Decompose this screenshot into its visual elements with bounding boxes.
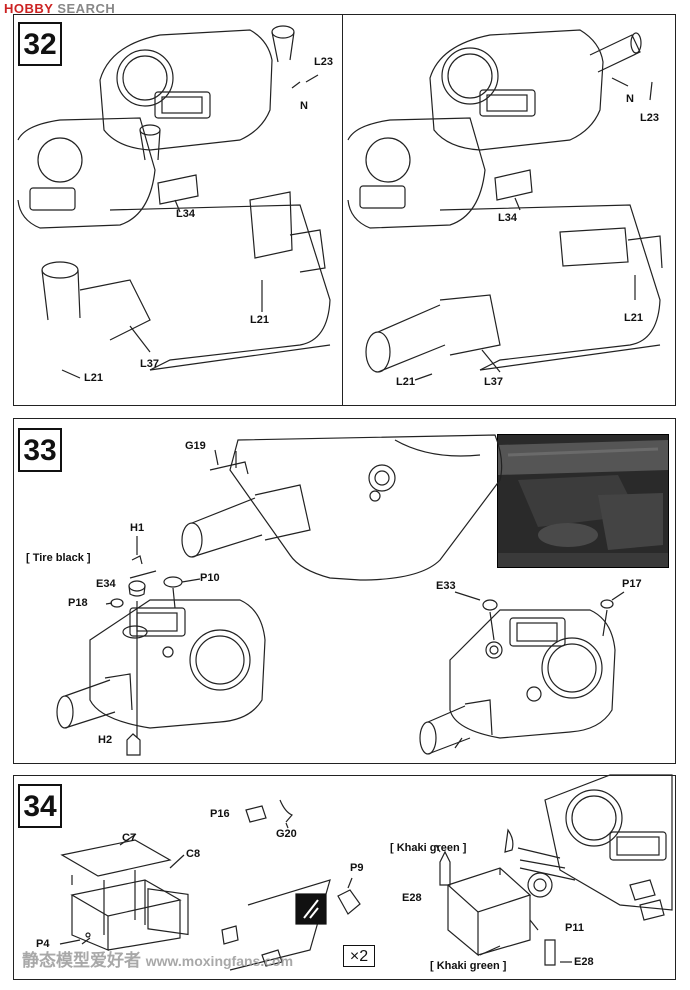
logo-text: HOBBY: [4, 1, 54, 16]
label-p17: P17: [622, 578, 642, 590]
label-l34-left: L34: [176, 208, 195, 220]
label-l37-left: L37: [140, 358, 159, 370]
label-p11: P11: [565, 922, 584, 934]
paint-note-khaki-green-2: [ Khaki green ]: [430, 960, 507, 972]
logo-text-search: SEARCH: [57, 1, 116, 16]
step-34-number: 34: [18, 784, 62, 828]
label-h1: H1: [130, 522, 145, 534]
label-h2: H2: [98, 734, 113, 746]
label-l23-right: L23: [640, 112, 659, 124]
watermark: 静态模型爱好者 www.moxingfans.com: [22, 946, 293, 971]
label-c8: C8: [186, 848, 201, 860]
label-e34: E34: [96, 578, 116, 590]
label-l21-right-b: L21: [396, 376, 415, 388]
label-p10: P10: [200, 572, 220, 584]
site-logo[interactable]: HOBBY SEARCH: [4, 1, 115, 16]
label-p18: P18: [68, 597, 88, 609]
label-l21-left-a: L21: [250, 314, 269, 326]
label-n-right: N: [626, 93, 634, 105]
label-l34-right: L34: [498, 212, 517, 224]
paint-note-tire-black: [ Tire black ]: [26, 552, 91, 564]
step-33-number: 33: [18, 428, 62, 472]
step-32-number: 32: [18, 22, 62, 66]
label-g20: G20: [276, 828, 297, 840]
label-l37-right: L37: [484, 376, 503, 388]
label-e33: E33: [436, 580, 456, 592]
site-header: HOBBY SEARCH: [0, 0, 690, 18]
watermark-text: 静态模型爱好者: [22, 951, 141, 970]
label-l23-left: L23: [314, 56, 333, 68]
label-g19: G19: [185, 440, 206, 452]
quantity-badge: ×2: [343, 945, 375, 967]
step-32-right-subpanel: [342, 14, 676, 406]
reference-photo-image: [498, 435, 668, 567]
label-e28-b: E28: [574, 956, 594, 968]
label-e28-a: E28: [402, 892, 422, 904]
watermark-url: www.moxingfans.com: [145, 953, 294, 969]
label-l21-left-b: L21: [84, 372, 103, 384]
paint-note-khaki-green-1: [ Khaki green ]: [390, 842, 467, 854]
reference-photo: [497, 434, 669, 568]
label-p16: P16: [210, 808, 230, 820]
label-p9: P9: [350, 862, 364, 874]
label-l21-right-a: L21: [624, 312, 643, 324]
label-c7: C7: [122, 832, 137, 844]
label-n-left: N: [300, 100, 308, 112]
label-p4: P4: [36, 938, 50, 950]
